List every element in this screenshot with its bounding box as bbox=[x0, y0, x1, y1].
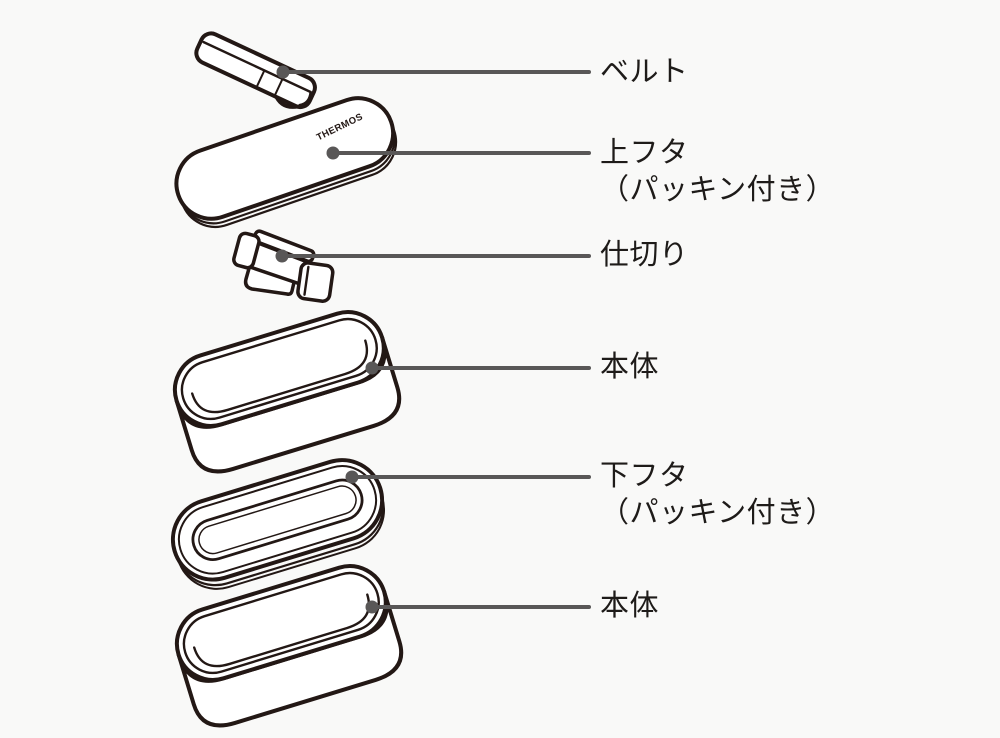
leader-dots bbox=[275, 65, 379, 614]
leader-dot-divider bbox=[275, 249, 289, 263]
part-label-divider: 仕切り bbox=[600, 237, 689, 274]
part-label-text: （パッキン付き） bbox=[600, 174, 836, 206]
part-label-upper-lid: 上フタ （パッキン付き） bbox=[600, 135, 835, 209]
part-label-belt: ベルト bbox=[600, 54, 689, 91]
upper-body-drawing bbox=[164, 301, 409, 481]
divider-drawing bbox=[232, 229, 335, 303]
part-label-text: 本体 bbox=[600, 351, 660, 383]
part-label-text: 下フタ bbox=[600, 460, 689, 492]
upper-lid-drawing: THERMOS bbox=[174, 96, 398, 228]
part-label-text: ベルト bbox=[600, 56, 689, 88]
leader-dot-lower-lid bbox=[345, 470, 359, 484]
divider-right-flange bbox=[296, 261, 335, 303]
part-label-text: 上フタ bbox=[600, 137, 689, 169]
leader-dot-belt bbox=[276, 65, 290, 79]
divider-bottom-flap bbox=[243, 263, 297, 296]
leader-dot-upper-body bbox=[365, 361, 379, 375]
part-label-text: 本体 bbox=[600, 590, 660, 622]
part-label-upper-body: 本体 bbox=[600, 349, 659, 386]
part-label-text: （パッキン付き） bbox=[600, 497, 836, 529]
lower-lid-drawing bbox=[170, 458, 386, 590]
part-label-text: 仕切り bbox=[600, 239, 689, 271]
belt-drawing bbox=[194, 31, 317, 110]
part-label-lower-body: 本体 bbox=[600, 588, 659, 625]
leader-dot-upper-lid bbox=[326, 146, 340, 160]
leader-lines bbox=[280, 70, 591, 609]
leader-dot-lower-body bbox=[365, 600, 379, 614]
divider-left-flange bbox=[232, 231, 261, 270]
part-label-lower-lid: 下フタ （パッキン付き） bbox=[600, 458, 835, 532]
